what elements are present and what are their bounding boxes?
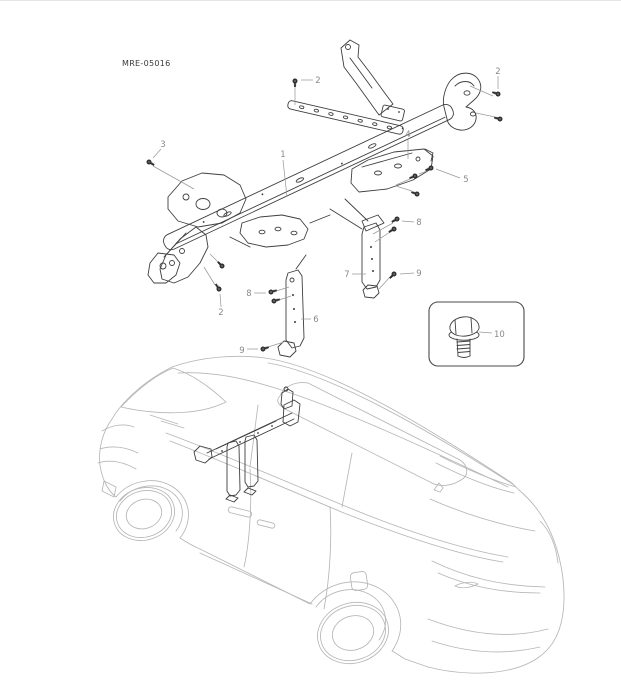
rear-wheel (317, 601, 389, 665)
flange-bolt-drawing (448, 316, 480, 358)
door-handle-front (227, 506, 253, 518)
bolt-icon (144, 157, 157, 169)
bolt-icon (387, 269, 399, 281)
sunroof (277, 382, 468, 486)
windshield (120, 367, 227, 414)
antenna-fin (433, 482, 444, 493)
callout-2-label: 2 (315, 76, 320, 86)
callout-2-label: 2 (495, 67, 500, 77)
front-fascia-detail (101, 480, 117, 498)
callout-3-label: 3 (160, 140, 165, 150)
leader-lines (152, 76, 499, 350)
stay-bracket-7 (329, 198, 385, 299)
hardware-box (428, 301, 525, 367)
callout-7-label: 7 (344, 270, 349, 280)
crossbar-assembly-drawing (147, 39, 482, 358)
top-mount-plate (287, 100, 404, 135)
bolt-icon (212, 281, 224, 294)
c-pillar (341, 452, 353, 508)
bolt-icon (267, 287, 279, 296)
fuel-door (349, 571, 369, 591)
beltline-lower (169, 440, 504, 563)
b-pillar (249, 404, 259, 468)
rear-spoiler (435, 455, 517, 494)
callout-6-label: 6 (313, 315, 318, 325)
crossbar-rail (163, 103, 454, 251)
callout-8-label: 8 (246, 289, 251, 299)
wiper-lines (149, 414, 185, 429)
rear-light-bar (431, 520, 559, 594)
bolt-icon (389, 214, 402, 226)
callout-9-label: 9 (416, 269, 421, 279)
crossbar-in-vehicle (193, 386, 301, 503)
bolt-icon (258, 343, 271, 354)
rear-emblem (454, 581, 479, 589)
beltline (165, 432, 509, 558)
callout-1-label: 1 (280, 150, 285, 160)
bolt-icon (270, 296, 282, 305)
sliding-door-seam (323, 506, 332, 610)
headlight-lines (97, 424, 139, 470)
callout-9-label: 9 (239, 346, 244, 356)
bolt-icon (492, 114, 504, 123)
right-end-bracket (442, 72, 482, 131)
callout-10-label: 10 (494, 330, 505, 340)
callout-5-label: 5 (463, 175, 468, 185)
rear-glass-edge (429, 498, 536, 532)
roof-rail-far (267, 362, 515, 486)
front-door-seam (243, 468, 252, 568)
stay-bracket-6 (277, 254, 307, 358)
figure-code: MRE-05016 (122, 59, 171, 68)
roof-rail-near (177, 372, 509, 488)
callout-8-label: 8 (416, 218, 421, 228)
front-wheel (113, 487, 175, 541)
sill-line (199, 552, 313, 605)
rear-bumper-crease (427, 618, 549, 653)
callout-labels: 1 2 2 2 3 4 5 6 7 8 8 9 9 10 (160, 67, 505, 356)
vehicle-drawing (97, 355, 565, 674)
bolt-icon (291, 77, 299, 88)
door-handle-rear (256, 519, 276, 529)
top-bracket-arm (340, 39, 405, 122)
callout-2-label: 2 (218, 308, 223, 318)
callout-4-label: 4 (405, 130, 410, 140)
vehicle-body-outline (99, 355, 565, 674)
left-end-brackets (147, 172, 331, 284)
